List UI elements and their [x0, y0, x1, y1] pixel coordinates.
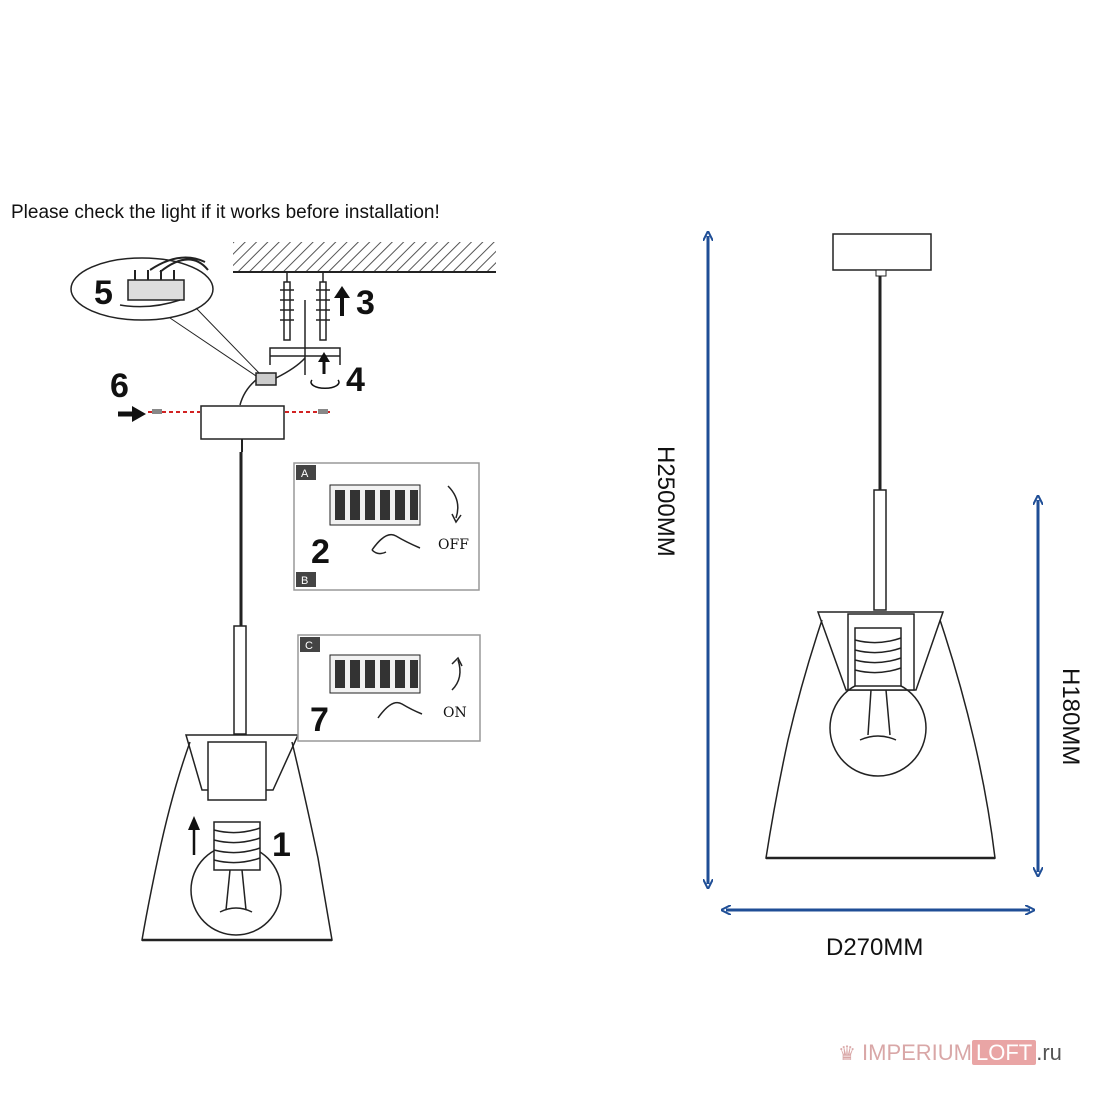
- shade-height-label: H180MM: [1057, 668, 1084, 765]
- step1-arrow: [188, 816, 200, 855]
- panel-c-letter: C: [305, 640, 313, 652]
- step-3-label: 3: [356, 284, 375, 322]
- mounting-screws: [280, 272, 330, 341]
- step3-arrow: [334, 286, 350, 316]
- watermark-brand-left: IMPERIUM: [862, 1040, 972, 1065]
- cord-right: [873, 276, 887, 611]
- wire-connector-detail: [70, 256, 263, 381]
- step-5-label: 5: [94, 274, 113, 312]
- bulb-left: [190, 821, 282, 936]
- panel-a-letter: A: [301, 468, 309, 480]
- panel-b-letter: B: [301, 575, 308, 587]
- watermark-brand-tail: .ru: [1036, 1040, 1062, 1065]
- step-1-label: 1: [272, 826, 291, 864]
- cord-left: [233, 439, 247, 735]
- on-label: ON: [443, 705, 467, 721]
- step-6-label: 6: [110, 367, 129, 405]
- wire-connector: [239, 357, 306, 406]
- watermark-brand-box: LOFT: [972, 1040, 1037, 1065]
- off-label: OFF: [438, 537, 469, 553]
- dimension-arrows: [708, 236, 1038, 910]
- ceiling: [233, 242, 496, 273]
- canopy-left: [148, 405, 330, 440]
- step4-arrow: [310, 352, 340, 389]
- shade-left: [141, 734, 333, 942]
- mounting-bracket: [269, 300, 341, 375]
- crown-icon: ♛: [838, 1043, 856, 1065]
- step-2-label: 2: [311, 533, 330, 571]
- total-height-label: H2500MM: [652, 446, 679, 557]
- diameter-label: D270MM: [826, 934, 923, 961]
- breaker-panel-on: C: [297, 634, 481, 742]
- breaker-panel-off: A B: [293, 462, 480, 591]
- installation-notice: Please check the light if it works befor…: [11, 202, 440, 223]
- step-7-label: 7: [310, 701, 329, 739]
- step-4-label: 4: [346, 361, 365, 399]
- canopy-right: [832, 233, 932, 277]
- step6-arrow: [118, 406, 146, 422]
- bulb-right: [829, 627, 927, 777]
